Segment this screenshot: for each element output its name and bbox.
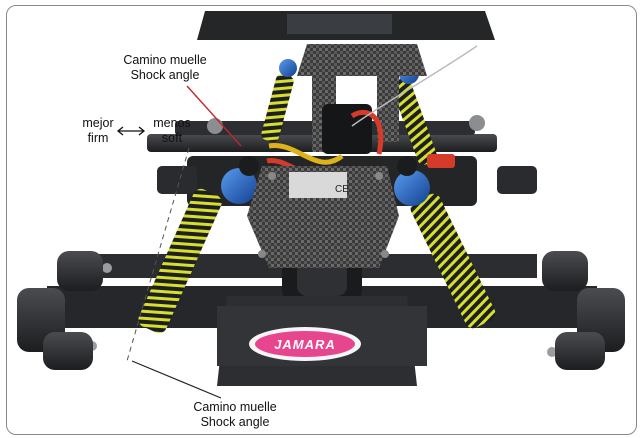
jamara-logo-text: JAMARA [274,337,336,352]
figure-frame: CE JAMARA Camino muelle Shock angle mejo… [6,5,637,435]
callout-top-en: Shock angle [130,68,200,82]
callout-menos-soft: menos soft [147,116,197,146]
front-wheel-left [17,251,103,370]
firm-text: firm [87,131,109,145]
motor-electronics [266,45,478,180]
callout-bottom-en: Shock angle [200,415,270,429]
rear-wing [197,11,495,40]
front-bumper [217,296,427,386]
double-headed-arrow-icon [116,126,146,136]
shock-angle-dashed-line [126,147,190,362]
front-wheel-right [542,251,625,370]
rear-shock-left [261,59,297,142]
front-shock-left [138,156,259,334]
shock-angle-line-top [186,85,242,147]
soft-text: soft [161,131,183,145]
callout-bottom-es: Camino muelle [193,400,277,414]
front-shock-right [394,156,496,329]
shock-angle-line-bottom [131,360,222,399]
callout-top: Camino muelle Shock angle [110,53,220,83]
rc-car-front-photo: CE JAMARA [17,11,625,399]
callout-bottom: Camino muelle Shock angle [180,400,290,430]
front-shock-tower [247,166,399,268]
plate-ce-mark: CE [335,184,349,195]
callout-mejor-firm: mejor firm [73,116,123,146]
menos-text: menos [153,116,191,130]
mejor-text: mejor [82,116,114,130]
callout-top-es: Camino muelle [123,53,207,67]
